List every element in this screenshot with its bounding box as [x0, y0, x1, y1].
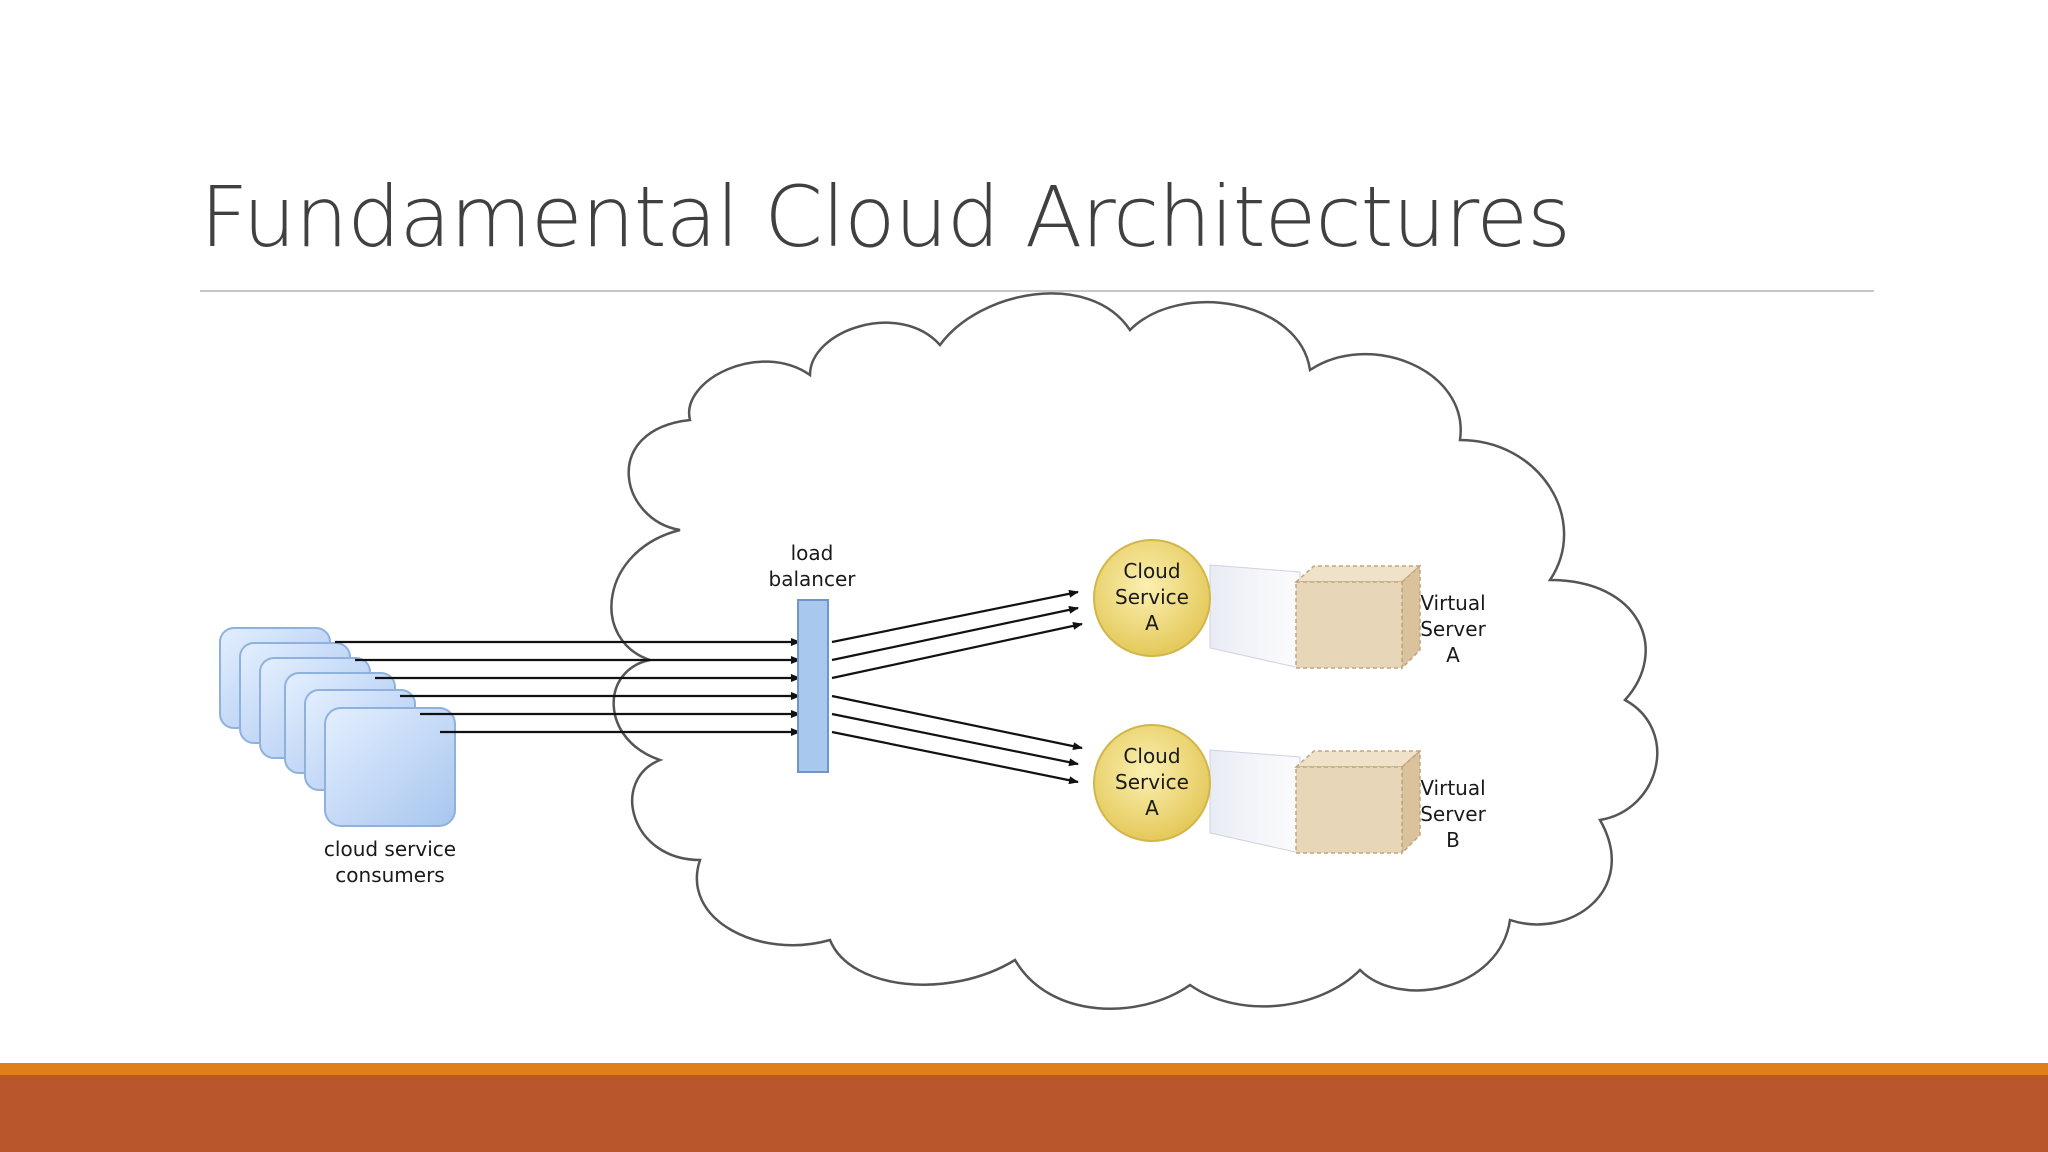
cloud-service-consumers [219, 627, 456, 827]
consumer-to-balancer-arrows [335, 638, 801, 736]
consumers-label-line1: cloud service [324, 837, 456, 861]
service-a2-server-link [1209, 749, 1301, 854]
cloud-boundary [610, 292, 1659, 1010]
cloud-service-a [1093, 539, 1211, 657]
route-arrow-service-a-2 [831, 730, 1079, 785]
load-balancer [797, 599, 829, 773]
server-b-label-line3: B [1446, 828, 1460, 852]
balancer-to-service-arrows [831, 589, 1083, 785]
load-balancer-label-line1: load [791, 541, 834, 565]
service-a-label-line2: Service [1115, 585, 1189, 609]
cloud-architecture-diagram: load balancer Cloud Service A Cloud Serv… [219, 292, 1659, 1010]
consumer-node [324, 707, 456, 827]
title-divider [200, 290, 1874, 292]
slide-title: Fundamental Cloud Architectures [200, 168, 1571, 266]
server-b-label-line2: Server [1420, 802, 1486, 826]
cloud-service-a-2 [1093, 724, 1211, 842]
server-a-label-line3: A [1446, 643, 1460, 667]
route-arrow-service-a [831, 589, 1079, 644]
service-a-server-link [1209, 564, 1301, 669]
route-arrow-service-a-2 [831, 712, 1079, 767]
server-a-label-line1: Virtual [1420, 591, 1485, 615]
service-a2-label-line2: Service [1115, 770, 1189, 794]
route-arrow-service-a [831, 605, 1079, 662]
load-balancer-label-line2: balancer [769, 567, 857, 591]
service-a-label-line1: Cloud [1123, 559, 1180, 583]
server-b-label-line1: Virtual [1420, 776, 1485, 800]
service-a2-label-line1: Cloud [1123, 744, 1180, 768]
server-a-label-line2: Server [1420, 617, 1486, 641]
virtual-server-a [1294, 564, 1422, 670]
service-a-label-line3: A [1145, 611, 1159, 635]
footer-accent-stripe [0, 1063, 2048, 1075]
consumers-label-line2: consumers [335, 863, 444, 887]
virtual-server-b [1294, 749, 1422, 855]
service-a2-label-line3: A [1145, 796, 1159, 820]
route-arrow-service-a-2 [831, 694, 1083, 751]
footer-bar [0, 1075, 2048, 1152]
route-arrow-service-a [831, 621, 1083, 680]
